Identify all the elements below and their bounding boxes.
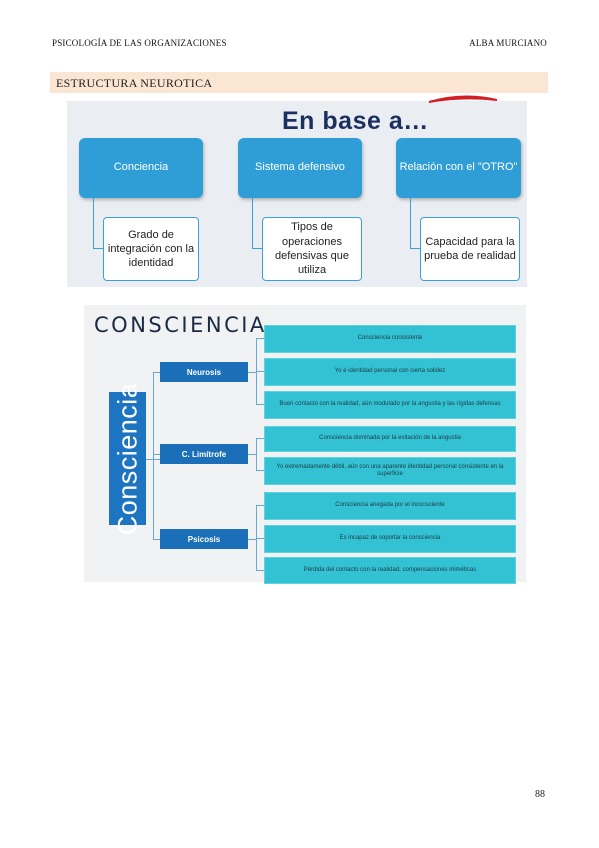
vertical-label-box: Consciencia xyxy=(109,382,146,535)
top-box-label: Conciencia xyxy=(113,161,169,174)
sub-box-grado: Grado de integración con la identidad xyxy=(103,217,199,281)
item-label: Yo e identidad personal con cierta solid… xyxy=(334,368,446,375)
top-box-sistema-defensivo: Sistema defensivo xyxy=(238,138,362,198)
category-label: Neurosis xyxy=(186,367,222,377)
top-box-label: Relación con el "OTRO" xyxy=(399,161,518,174)
page-number: 88 xyxy=(535,789,545,800)
item-neurosis-3: Buen contacto con la realidad, aún modul… xyxy=(264,391,516,419)
top-box-relacion-otro: Relación con el "OTRO" xyxy=(396,138,521,198)
item-label: Consciencia consistente xyxy=(357,335,423,342)
sub-box-capacidad: Capacidad para la prueba de realidad xyxy=(420,217,520,281)
connector-line xyxy=(248,454,256,455)
connector-line xyxy=(256,570,264,571)
vertical-label: Consciencia xyxy=(112,382,142,535)
category-label: Psicosis xyxy=(187,534,221,544)
connector-line xyxy=(256,338,264,339)
connector xyxy=(252,198,263,249)
connector-line xyxy=(256,470,264,471)
diagram-title: CONSCIENCIA xyxy=(94,313,267,337)
connector xyxy=(410,198,421,249)
item-label: Consciencia anegada por el inconsciente xyxy=(335,502,445,509)
diagram-en-base-a: En base a… Conciencia Grado de integraci… xyxy=(67,95,527,287)
item-label: Pérdida del contacto con la realidad, co… xyxy=(303,566,477,573)
sub-box-label: Grado de integración con la identidad xyxy=(107,228,195,270)
connector-line xyxy=(248,539,256,540)
item-label: Consciencia dominada por la evitación de… xyxy=(319,435,461,442)
category-neurosis: Neurosis xyxy=(160,362,248,382)
item-psicosis-2: Es incapaz de soportar la consciencia xyxy=(264,525,516,553)
connector-line xyxy=(153,372,160,373)
connector-line xyxy=(256,505,264,506)
item-limitrofe-1: Consciencia dominada por la evitación de… xyxy=(264,426,516,452)
diagram-title: En base a… xyxy=(282,107,429,135)
connector-line xyxy=(256,371,264,372)
connector-line xyxy=(153,454,160,455)
item-limitrofe-2: Yo extremadamente débil, aún con una apa… xyxy=(264,457,516,485)
connector-line xyxy=(256,438,257,471)
category-label: C. Limítrofe xyxy=(181,449,227,459)
top-box-label: Sistema defensivo xyxy=(255,161,345,174)
sub-box-label: Tipos de operaciones defensivas que util… xyxy=(275,221,349,277)
diagram-consciencia: CONSCIENCIA Consciencia Neurosis Conscie… xyxy=(84,305,526,584)
item-neurosis-2: Yo e identidad personal con cierta solid… xyxy=(264,358,516,386)
item-psicosis-3: Pérdida del contacto con la realidad, co… xyxy=(264,557,516,584)
connector-line xyxy=(256,404,264,405)
item-label: Buen contacto con la realidad, aún modul… xyxy=(279,401,501,408)
connector-line xyxy=(153,539,160,540)
red-swoosh-decoration xyxy=(428,95,498,103)
connector-line xyxy=(248,372,256,373)
section-heading-bar: ESTRUCTURA NEUROTICA xyxy=(50,72,548,93)
sub-box-tipos: Tipos de operaciones defensivas que util… xyxy=(262,217,362,281)
connector xyxy=(93,198,104,249)
item-neurosis-1: Consciencia consistente xyxy=(264,325,516,353)
header-subject: PSICOLOGÍA DE LAS ORGANIZACIONES xyxy=(52,38,227,48)
sub-box-label: Capacidad para la prueba de realidad xyxy=(424,235,516,262)
category-c-limitrofe: C. Limítrofe xyxy=(160,444,248,464)
connector-line xyxy=(256,538,264,539)
item-psicosis-1: Consciencia anegada por el inconsciente xyxy=(264,492,516,520)
header-author: ALBA MURCIANO xyxy=(469,38,547,48)
item-label: Yo extremadamente débil, aún con una apa… xyxy=(276,463,504,478)
connector-line xyxy=(153,372,154,540)
connector-line xyxy=(256,438,264,439)
item-label: Es incapaz de soportar la consciencia xyxy=(339,535,441,542)
category-psicosis: Psicosis xyxy=(160,529,248,549)
top-box-conciencia: Conciencia xyxy=(79,138,203,198)
section-title: ESTRUCTURA NEUROTICA xyxy=(56,76,213,90)
